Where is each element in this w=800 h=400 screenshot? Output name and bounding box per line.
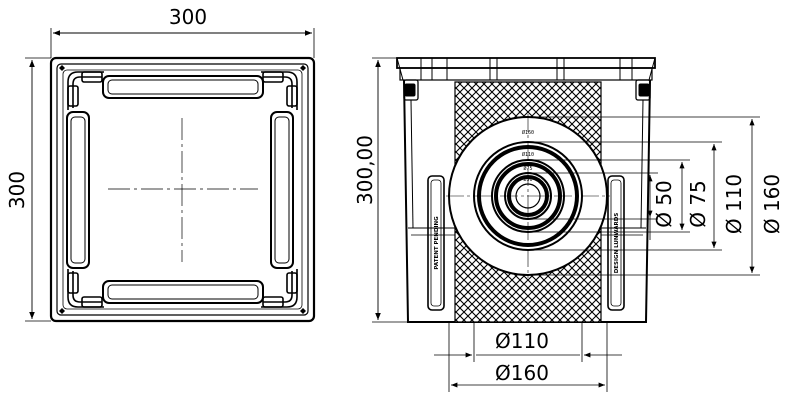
side-view: 300,00	[353, 57, 784, 392]
bottom-dim-160-label: Ø160	[495, 361, 549, 385]
ring-mark-110: Ø110	[522, 151, 534, 158]
handle-left	[66, 111, 90, 269]
handle-top	[102, 75, 264, 99]
ring-mark-75: Ø75	[523, 165, 532, 172]
ring-marks: Ø160 Ø110 Ø75 Ø50	[522, 129, 534, 183]
right-dim-75-label: Ø 75	[686, 180, 710, 228]
right-dim-160-label: Ø 160	[760, 174, 784, 234]
right-dim-110-label: Ø 110	[722, 174, 746, 234]
patent-pending-label: PATENT PENDING	[434, 216, 440, 270]
lid-flange	[396, 57, 656, 81]
top-centerlines	[108, 118, 258, 262]
handle-bottom	[102, 280, 264, 304]
top-width-label: 300	[169, 5, 207, 29]
design-label: DESIGN LUNWARDS	[614, 213, 620, 274]
ring-mark-160: Ø160	[522, 129, 534, 136]
side-height-label: 300,00	[353, 135, 377, 205]
side-height-dimension: 300,00	[353, 57, 410, 323]
top-height-dimension: 300	[5, 57, 51, 322]
top-height-label: 300	[5, 171, 29, 209]
lid-outer-frame	[49, 56, 316, 323]
bottom-dimensions	[434, 322, 622, 392]
top-view: 300 300	[5, 5, 316, 323]
handle-right	[270, 111, 294, 269]
left-rib	[427, 175, 445, 311]
corner-clips	[67, 71, 298, 308]
bottom-dim-110-label: Ø110	[495, 329, 549, 353]
right-rib	[607, 175, 625, 311]
top-width-dimension: 300	[50, 5, 315, 58]
lid-handles	[66, 75, 294, 304]
right-dimensions	[528, 116, 760, 276]
corner-marks	[59, 65, 306, 314]
ring-mark-50: Ø50	[523, 176, 532, 183]
right-dim-50-label: Ø 50	[652, 180, 676, 228]
